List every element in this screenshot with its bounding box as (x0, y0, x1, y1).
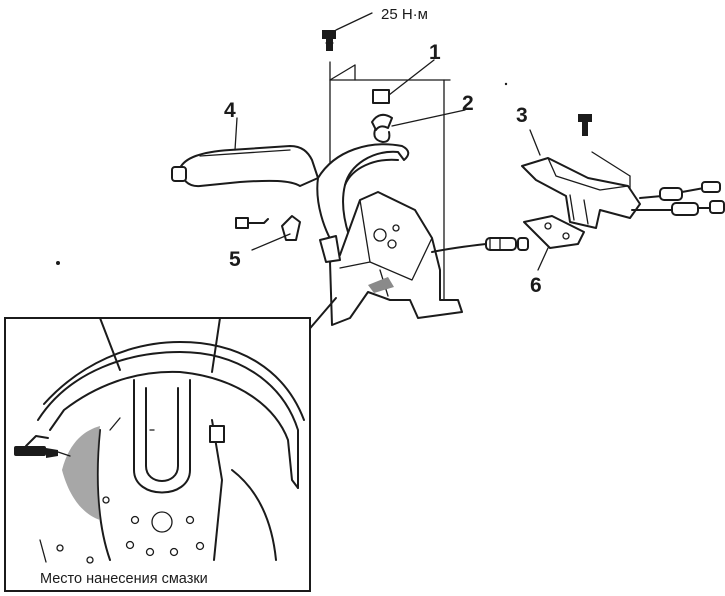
callout-1: 1 (429, 41, 441, 64)
inset-caption: Место нанесения смазки (40, 571, 208, 587)
torque-label: 25 Н·м (381, 6, 428, 23)
part-3-bracket (521, 114, 725, 229)
part-5-pawl (235, 215, 301, 251)
callout-4: 4 (224, 99, 236, 122)
part-4-lever (171, 117, 319, 188)
top-bolt (322, 12, 373, 51)
part-6-plate (523, 215, 585, 271)
brake-cable (431, 237, 529, 253)
callout-6: 6 (530, 274, 542, 297)
inset-detail (4, 317, 311, 592)
guide-lines (329, 61, 451, 313)
speck (56, 261, 60, 265)
callout-5: 5 (229, 248, 241, 271)
callout-3: 3 (516, 104, 528, 127)
main-bracket-assembly (316, 143, 463, 326)
part-1-nut (372, 59, 435, 104)
speck (504, 82, 508, 86)
grease-gun-icon (14, 435, 71, 458)
callout-2: 2 (462, 92, 474, 115)
part-2-clip (371, 109, 466, 143)
